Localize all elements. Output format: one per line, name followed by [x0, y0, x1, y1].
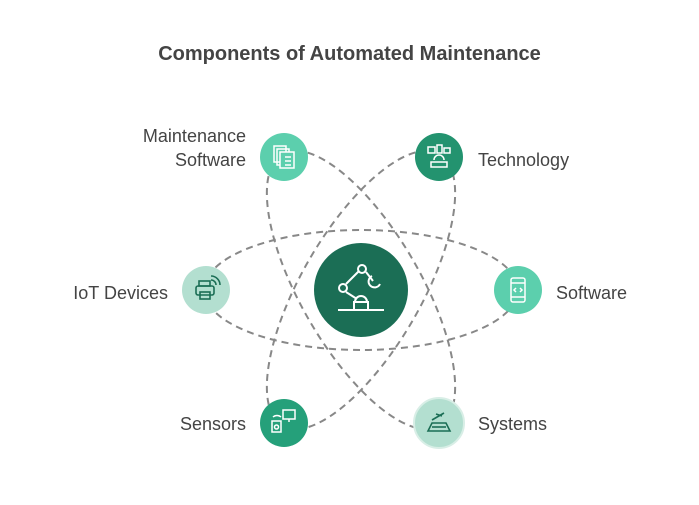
- devices-network-icon: [427, 144, 451, 168]
- label-iot-devices: IoT Devices: [73, 283, 168, 303]
- sensor-monitor-icon: [271, 409, 296, 433]
- node-software[interactable]: [494, 266, 542, 314]
- diagram-title: Components of Automated Maintenance: [158, 43, 541, 65]
- node-sensors[interactable]: [260, 399, 308, 447]
- node-technology[interactable]: [415, 133, 463, 181]
- robot-arm-icon: [338, 264, 384, 311]
- label-systems: Systems: [478, 414, 548, 434]
- label-sensors: Sensors: [179, 414, 246, 434]
- conveyor-system-icon: [426, 412, 452, 432]
- node-systems[interactable]: [413, 397, 465, 449]
- documents-checklist-icon: [273, 145, 295, 169]
- mobile-code-icon: [510, 277, 526, 303]
- label-line: Software: [174, 150, 246, 170]
- label-maintenance-software: Maintenance Software: [90, 124, 246, 172]
- wireless-printer-icon: [195, 275, 221, 300]
- label-software: Software: [556, 283, 628, 303]
- label-technology: Technology: [478, 150, 570, 170]
- node-iot-devices[interactable]: [182, 266, 230, 314]
- label-line: Maintenance: [142, 126, 246, 146]
- node-maintenance-software[interactable]: [260, 133, 308, 181]
- center-node: [314, 243, 408, 337]
